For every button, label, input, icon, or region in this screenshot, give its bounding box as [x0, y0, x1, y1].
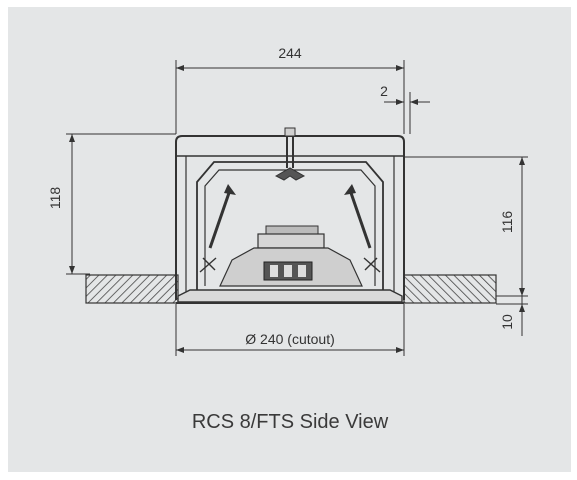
clip-left	[199, 184, 236, 273]
mounting-rod	[274, 127, 306, 181]
label-height-right: 116	[499, 211, 515, 234]
dimension-width	[175, 60, 405, 134]
ceiling-right	[403, 274, 497, 304]
dimension-gap	[384, 92, 430, 134]
dimension-cutout	[175, 304, 405, 356]
speaker-driver	[219, 225, 363, 287]
label-height-left: 118	[47, 187, 63, 210]
figure-caption: RCS 8/FTS Side View	[192, 411, 389, 433]
label-width: 244	[278, 45, 302, 61]
dimension-height-right	[404, 156, 528, 297]
label-gap: 2	[380, 83, 388, 99]
label-flange: 10	[499, 314, 515, 330]
dimension-height-left	[66, 133, 176, 275]
dimension-flange	[496, 296, 528, 336]
label-cutout: Ø 240 (cutout)	[245, 331, 335, 347]
clip-right	[344, 184, 381, 273]
trim-ring	[176, 289, 404, 304]
ceiling-left	[85, 274, 179, 304]
